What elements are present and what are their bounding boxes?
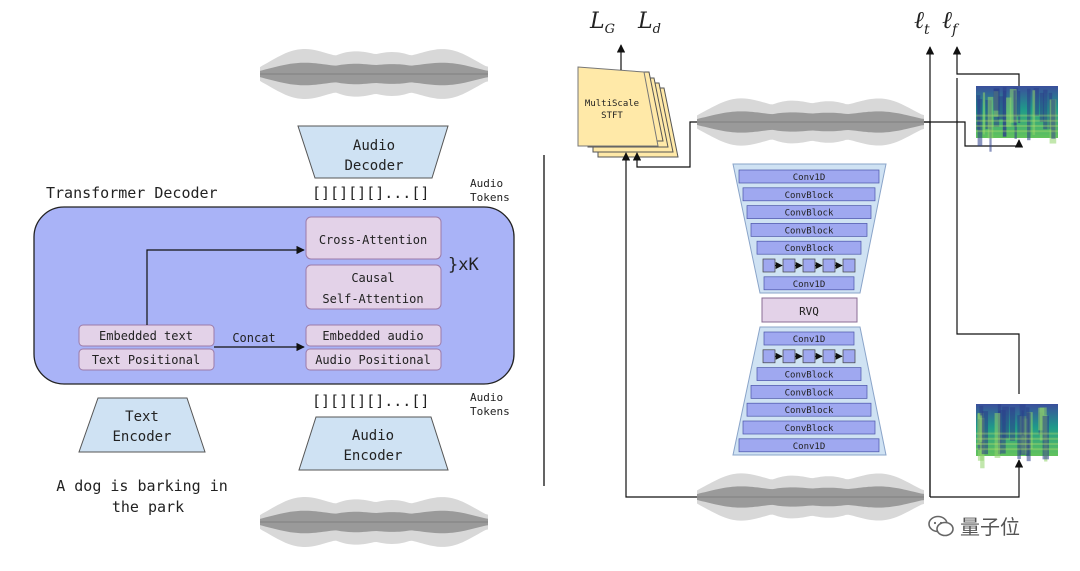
repeat-k-label: }xK bbox=[448, 255, 479, 275]
audio-decoder-label-1: Audio bbox=[353, 138, 395, 154]
transformer-decoder-title: Transformer Decoder bbox=[46, 184, 218, 202]
text-prompt-line-2: the park bbox=[112, 498, 184, 516]
text-encoder-label-1: Text bbox=[125, 409, 159, 425]
codec-layer-label: ConvBlock bbox=[785, 226, 834, 236]
recon-to-spectrogram-arrow bbox=[924, 121, 1024, 148]
cross-attention-arrow bbox=[146, 245, 305, 325]
conv-subblock bbox=[822, 349, 836, 364]
codec-layer-label: Conv1D bbox=[793, 173, 826, 183]
text-encoder-label-2: Encoder bbox=[112, 429, 171, 445]
codec-layer bbox=[746, 205, 872, 219]
audio-tokens-label-top-1: Audio bbox=[470, 177, 503, 190]
waveform-input-icon bbox=[260, 497, 488, 547]
conv-subblock bbox=[782, 349, 796, 364]
waveform-output-icon bbox=[260, 49, 488, 99]
conv-subblock bbox=[802, 349, 816, 364]
conv-subblock bbox=[822, 258, 836, 273]
audio-tokens-label-bottom-2: Tokens bbox=[470, 405, 510, 418]
spectrogram-bottom-icon bbox=[976, 404, 1058, 469]
stft-label-1: MultiScale bbox=[585, 99, 639, 109]
codec-layer bbox=[750, 385, 868, 399]
loss-g-label: LG bbox=[589, 9, 615, 37]
time-loss-line bbox=[924, 121, 931, 497]
embedded-audio-label: Embedded audio bbox=[322, 329, 423, 343]
audio-decoder-block bbox=[297, 125, 449, 179]
codec-layer bbox=[750, 223, 868, 237]
orig-to-spectrogram-arrow bbox=[930, 459, 1024, 498]
text-prompt-line-1: A dog is barking in bbox=[56, 477, 228, 495]
codec-layer-label: ConvBlock bbox=[785, 424, 834, 434]
codec-layer bbox=[763, 276, 855, 291]
audio-tokens-label-bottom-1: Audio bbox=[470, 391, 503, 404]
rvq-label: RVQ bbox=[799, 305, 819, 318]
spectrogram-top-icon bbox=[976, 86, 1058, 152]
codec-layer bbox=[738, 438, 880, 453]
codec-layer-label: ConvBlock bbox=[785, 388, 834, 398]
conv-subblock bbox=[842, 258, 856, 273]
conv-subblock bbox=[762, 349, 776, 364]
codec-layer bbox=[756, 367, 862, 381]
codec-layer-label: Conv1D bbox=[793, 335, 826, 345]
audio-encoder-block bbox=[298, 416, 449, 471]
reconstructed-to-stft-arrow bbox=[632, 121, 697, 168]
stft-label-2: STFT bbox=[601, 111, 623, 121]
codec-layer bbox=[756, 240, 862, 255]
codec-layer-label: ConvBlock bbox=[785, 371, 834, 381]
codec-layer-label: ConvBlock bbox=[785, 191, 834, 201]
audio-tokens-bottom: [][][][]...[] bbox=[312, 392, 429, 410]
text-positional-block bbox=[78, 348, 215, 371]
text-positional-label: Text Positional bbox=[92, 353, 200, 367]
causal-self-attention-block bbox=[305, 264, 442, 310]
watermark-text: 量子位 bbox=[960, 515, 1020, 539]
conv-subblock bbox=[762, 258, 776, 273]
freq-loss-arrow bbox=[952, 46, 1020, 86]
embedded-audio-block bbox=[305, 324, 442, 347]
codec-layer-label: Conv1D bbox=[793, 442, 826, 452]
loss-f-label: ℓf bbox=[942, 6, 960, 38]
causal-label-1: Causal bbox=[351, 271, 394, 285]
codec-layer-label: ConvBlock bbox=[785, 244, 834, 254]
audio-tokens-label-top-2: Tokens bbox=[470, 191, 510, 204]
codec-layer-label: ConvBlock bbox=[785, 209, 834, 219]
wechat-icon bbox=[928, 515, 954, 536]
conv-subblock bbox=[782, 258, 796, 273]
waveform-original-icon bbox=[697, 473, 924, 521]
codec-encoder-layers: Conv1DConvBlockConvBlockConvBlockConvBlo… bbox=[738, 331, 880, 453]
audio-decoder-label-2: Decoder bbox=[344, 158, 403, 174]
audio-tokens-top: [][][][]...[] bbox=[312, 184, 429, 202]
codec-decoder-layers: Conv1DConvBlockConvBlockConvBlockConvBlo… bbox=[738, 169, 880, 291]
rvq-block bbox=[761, 297, 858, 323]
watermark: 量子位 bbox=[928, 511, 1020, 540]
audio-encoder-label-1: Audio bbox=[352, 428, 394, 444]
codec-layer bbox=[742, 420, 876, 435]
concat-label: Concat bbox=[232, 331, 275, 345]
conv-subblock bbox=[802, 258, 816, 273]
cross-attention-label: Cross-Attention bbox=[319, 233, 427, 247]
multiscale-stft-block bbox=[577, 66, 679, 158]
audio-positional-label: Audio Positional bbox=[315, 353, 431, 367]
freq-loss-line bbox=[956, 78, 1020, 394]
waveform-reconstructed-icon bbox=[697, 98, 924, 146]
codec-layer bbox=[738, 169, 880, 184]
codec-layer-label: ConvBlock bbox=[785, 406, 834, 416]
cross-attention-block bbox=[305, 216, 442, 260]
original-to-stft-arrow bbox=[621, 152, 697, 498]
audio-encoder-label-2: Encoder bbox=[343, 448, 402, 464]
codec-layer bbox=[763, 331, 855, 346]
causal-label-2: Self-Attention bbox=[322, 292, 423, 306]
loss-t-label: ℓt bbox=[914, 6, 930, 38]
codec-layer bbox=[746, 402, 872, 417]
embedded-text-label: Embedded text bbox=[99, 329, 193, 343]
audio-positional-block bbox=[305, 348, 442, 371]
codec-layer bbox=[742, 187, 876, 202]
loss-d-label: Ld bbox=[637, 9, 661, 37]
conv-subblock bbox=[842, 349, 856, 364]
text-encoder-block bbox=[78, 397, 206, 453]
codec-layer-label: Conv1D bbox=[793, 280, 826, 290]
